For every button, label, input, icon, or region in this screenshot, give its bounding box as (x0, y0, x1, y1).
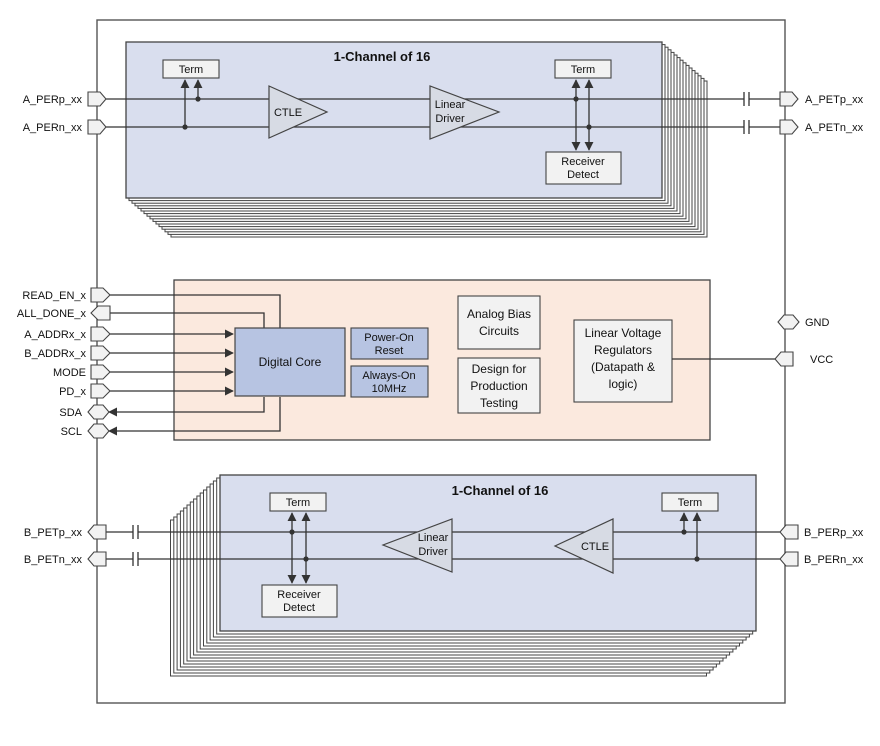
svg-text:B_PETp_xx: B_PETp_xx (24, 527, 83, 539)
pin-a-petp: A_PETp_xx (779, 91, 864, 107)
pin-a-pern: A_PERn_xx (23, 119, 107, 135)
svg-text:CTLE: CTLE (274, 107, 302, 119)
pin-b-pern: B_PERn_xx (779, 551, 864, 567)
top-channel-title: 1-Channel of 16 (334, 49, 431, 64)
svg-text:A_PETp_xx: A_PETp_xx (805, 94, 864, 106)
linear-voltage-regulators (573, 319, 673, 403)
svg-text:Term: Term (571, 64, 595, 76)
svg-text:Analog Bias: Analog Bias (467, 307, 531, 321)
always-on-oscillator (350, 365, 429, 398)
svg-text:Regulators: Regulators (594, 343, 652, 357)
svg-text:Circuits: Circuits (479, 324, 519, 338)
svg-text:A_PERn_xx: A_PERn_xx (23, 122, 83, 134)
svg-text:Driver: Driver (435, 113, 465, 125)
svg-text:A_PETn_xx: A_PETn_xx (805, 122, 864, 134)
pin-mode: MODE (53, 364, 111, 380)
pin-b-petn: B_PETn_xx (24, 551, 107, 567)
svg-text:Production: Production (470, 379, 527, 393)
svg-text:READ_EN_x: READ_EN_x (22, 290, 86, 302)
svg-text:ALL_DONE_x: ALL_DONE_x (17, 308, 87, 320)
pin-scl: SCL (61, 423, 110, 439)
top-receiver-detect (545, 151, 622, 185)
svg-text:Term: Term (179, 64, 203, 76)
pin-b-perp: B_PERp_xx (779, 524, 864, 540)
bottom-term-right (661, 492, 719, 512)
svg-text:Term: Term (286, 497, 310, 509)
svg-text:Detect: Detect (567, 169, 599, 181)
svg-text:B_PETn_xx: B_PETn_xx (24, 554, 83, 566)
svg-text:Detect: Detect (283, 602, 315, 614)
svg-text:A_PERp_xx: A_PERp_xx (23, 94, 83, 106)
svg-text:Digital Core: Digital Core (259, 355, 322, 369)
svg-text:Linear: Linear (435, 99, 466, 111)
pin-a-addr: A_ADDRx_x (24, 326, 111, 342)
pin-all-done: ALL_DONE_x (17, 305, 111, 321)
svg-text:B_PERp_xx: B_PERp_xx (804, 527, 864, 539)
svg-text:Linear Voltage: Linear Voltage (585, 326, 662, 340)
bottom-receiver-detect (261, 584, 338, 618)
top-ac-caps (743, 92, 750, 134)
svg-text:10MHz: 10MHz (372, 383, 407, 395)
svg-text:B_ADDRx_x: B_ADDRx_x (24, 348, 86, 360)
svg-text:GND: GND (805, 317, 830, 329)
pin-gnd: GND (777, 314, 830, 330)
svg-text:Power-On: Power-On (364, 332, 414, 344)
svg-text:SCL: SCL (61, 426, 82, 438)
analog-bias-circuits (457, 295, 541, 350)
svg-text:(Datapath &: (Datapath & (591, 360, 655, 374)
pin-sda: SDA (59, 404, 110, 420)
top-term-left (162, 59, 220, 79)
top-linear-driver (429, 85, 501, 140)
svg-text:Reset: Reset (375, 345, 404, 357)
bottom-channel-title: 1-Channel of 16 (452, 483, 549, 498)
svg-text:Linear: Linear (418, 532, 449, 544)
svg-text:MODE: MODE (53, 367, 86, 379)
svg-text:SDA: SDA (59, 407, 82, 419)
digital-core (234, 327, 346, 397)
pin-b-addr: B_ADDRx_x (24, 345, 111, 361)
svg-text:CTLE: CTLE (581, 541, 609, 553)
bottom-ctle (553, 518, 614, 574)
pin-vcc: VCC (774, 351, 833, 367)
svg-text:Testing: Testing (480, 396, 518, 410)
svg-text:B_PERn_xx: B_PERn_xx (804, 554, 864, 566)
design-for-production-testing (457, 357, 541, 414)
svg-text:Driver: Driver (418, 546, 448, 558)
svg-text:VCC: VCC (810, 354, 833, 366)
pin-pd: PD_x (59, 383, 111, 399)
svg-text:Always-On: Always-On (362, 370, 415, 382)
top-term-right (554, 59, 612, 79)
svg-text:Receiver: Receiver (277, 589, 321, 601)
svg-text:PD_x: PD_x (59, 386, 86, 398)
pin-a-petn: A_PETn_xx (779, 119, 864, 135)
svg-text:Design for: Design for (472, 362, 527, 376)
pin-b-petp: B_PETp_xx (24, 524, 107, 540)
top-ctle (268, 85, 329, 139)
pin-read-en: READ_EN_x (22, 287, 111, 303)
pin-a-perp: A_PERp_xx (23, 91, 107, 107)
svg-text:Term: Term (678, 497, 702, 509)
svg-text:logic): logic) (609, 377, 638, 391)
svg-text:A_ADDRx_x: A_ADDRx_x (24, 329, 86, 341)
bottom-term-left (269, 492, 327, 512)
bottom-ac-caps (132, 525, 139, 566)
svg-text:Receiver: Receiver (561, 156, 605, 168)
power-on-reset (350, 327, 429, 360)
bottom-linear-driver (381, 518, 453, 573)
